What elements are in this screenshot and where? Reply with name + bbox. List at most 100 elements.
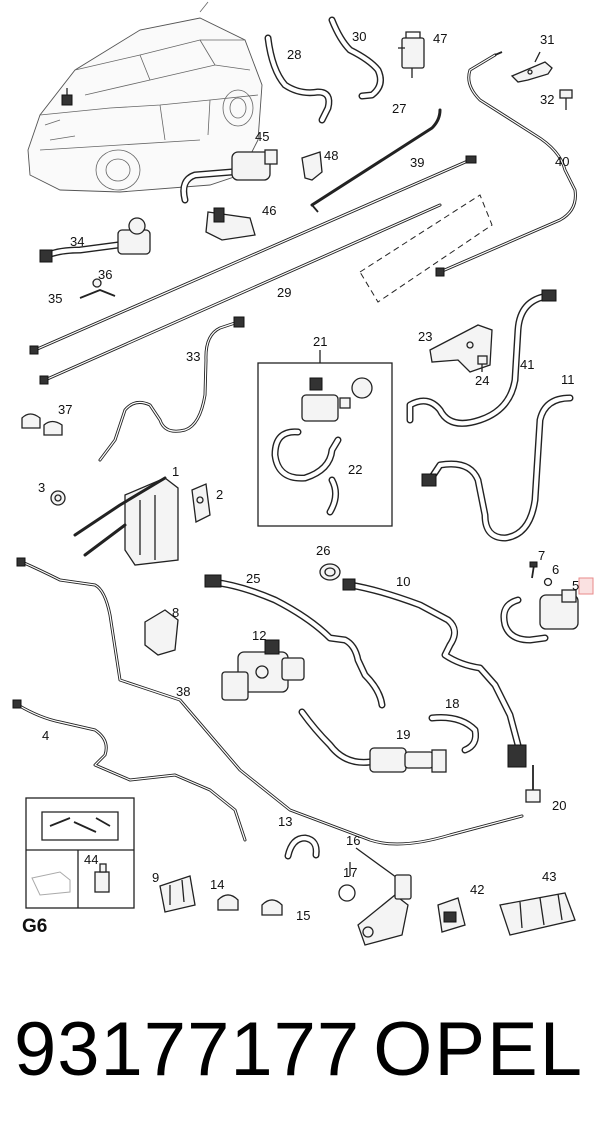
- callout-39: 39: [410, 155, 424, 170]
- part-4-pipe: 4: [12, 699, 247, 842]
- callout-9: 9: [152, 870, 159, 885]
- callout-8: 8: [172, 605, 179, 620]
- callout-3: 3: [38, 480, 45, 495]
- part-31-bracket: 31: [510, 32, 554, 83]
- part-27-rod: 27: [310, 101, 442, 213]
- part-19-sensor: 19: [298, 708, 447, 773]
- part-11-hose: 11: [421, 372, 575, 542]
- callout-16: 16: [346, 833, 360, 848]
- brand-name: OPEL: [373, 1007, 584, 1092]
- callout-41: 41: [520, 357, 534, 372]
- part-29-pipe: 29: [39, 194, 493, 385]
- callout-48: 48: [324, 148, 338, 163]
- callout-5: 5: [572, 578, 579, 593]
- callout-11: 11: [561, 372, 575, 387]
- callout-4: 4: [42, 728, 49, 743]
- callout-45: 45: [255, 129, 269, 144]
- callout-14: 14: [210, 877, 224, 892]
- callout-22: 22: [348, 462, 362, 477]
- legend-box: 44 G6: [22, 797, 135, 937]
- part-33-hose: 33: [98, 316, 245, 462]
- callout-35: 35: [48, 291, 62, 306]
- callout-25: 25: [246, 571, 260, 586]
- callout-31: 31: [540, 32, 554, 47]
- part-42-clip: 42: [437, 882, 484, 933]
- part-23-bracket: 23: [418, 324, 493, 373]
- part-12-valve: 12: [221, 628, 305, 701]
- part-8-connector: 8: [144, 605, 179, 656]
- callout-38: 38: [176, 684, 190, 699]
- part-41-hose: 41: [406, 289, 557, 427]
- callout-27: 27: [392, 101, 406, 116]
- part-20-bolt: 20: [525, 765, 566, 813]
- part-25-hose: 25: [204, 571, 386, 709]
- callout-43: 43: [542, 869, 556, 884]
- callout-30: 30: [352, 29, 366, 44]
- part-43-clip: 43: [499, 869, 576, 936]
- callout-32: 32: [540, 92, 554, 107]
- part-38-pipe: 38: [16, 557, 524, 846]
- part-40-pipe: 40: [435, 51, 577, 277]
- part-1-canister: 1: [73, 464, 179, 566]
- part-17-oring: 17: [338, 862, 357, 902]
- car-illustration: [27, 1, 263, 193]
- callout-36: 36: [98, 267, 112, 282]
- part-6-washer: 6: [543, 562, 559, 587]
- callout-17: 17: [343, 865, 357, 880]
- part-9-clip: 9: [152, 870, 196, 913]
- callout-33: 33: [186, 349, 200, 364]
- callout-23: 23: [418, 329, 432, 344]
- callout-24: 24: [475, 373, 489, 388]
- callout-19: 19: [396, 727, 410, 742]
- legend-44: 44: [84, 852, 98, 867]
- callout-42: 42: [470, 882, 484, 897]
- callout-1: 1: [172, 464, 179, 479]
- callout-10: 10: [396, 574, 410, 589]
- part-26-clamp: 26: [316, 543, 341, 581]
- callout-18: 18: [445, 696, 459, 711]
- callout-20: 20: [552, 798, 566, 813]
- part-46-bracket: 46: [205, 203, 276, 241]
- callout-12: 12: [252, 628, 266, 643]
- part-13-hose: 13: [278, 814, 320, 860]
- part-3-nut: 3: [38, 480, 66, 506]
- part-45-valve: 45: [180, 129, 278, 204]
- part-7-screw: 7: [529, 548, 545, 579]
- section-code: G6: [22, 916, 47, 937]
- callout-2: 2: [216, 487, 223, 502]
- callout-13: 13: [278, 814, 292, 829]
- parts-diagram: 28 30 47 31 32 40 45: [12, 1, 594, 946]
- part-24-bolt: 24: [475, 355, 489, 388]
- part-18-hose: 18: [428, 696, 479, 754]
- part-34-sensor: 34: [39, 217, 151, 263]
- part-30-hose: 30: [328, 16, 384, 100]
- callout-37: 37: [58, 402, 72, 417]
- callout-26: 26: [316, 543, 330, 558]
- callout-46: 46: [262, 203, 276, 218]
- part-37-clips: 37: [21, 402, 72, 436]
- part-28-hose: 28: [264, 34, 333, 124]
- part-10-hose: 10: [342, 574, 527, 768]
- callout-47: 47: [433, 31, 447, 46]
- callout-34: 34: [70, 234, 84, 249]
- part-39-pipe: 39: [29, 155, 477, 355]
- part-48-clip: 48: [301, 148, 338, 181]
- callout-28: 28: [287, 47, 301, 62]
- callout-7: 7: [538, 548, 545, 563]
- part-15-clip: 15: [261, 899, 310, 923]
- part-36-clip: 36: [92, 267, 112, 288]
- part-35-wire: 35: [48, 289, 116, 306]
- callout-29: 29: [277, 285, 291, 300]
- part-14-clip: 14: [210, 877, 239, 911]
- part-5-valve: 5: [500, 577, 594, 644]
- callout-21: 21: [313, 334, 327, 349]
- part-21-22-frame: 21 22: [257, 334, 393, 527]
- part-47-connector: 47: [398, 31, 447, 78]
- callout-6: 6: [552, 562, 559, 577]
- part-2-bracket: 2: [191, 483, 223, 523]
- callout-15: 15: [296, 908, 310, 923]
- callout-40: 40: [555, 154, 569, 169]
- part-16-fitting: 16: [346, 833, 412, 946]
- part-number: 93177177: [14, 1007, 361, 1092]
- part-32-bolt: 32: [540, 89, 573, 110]
